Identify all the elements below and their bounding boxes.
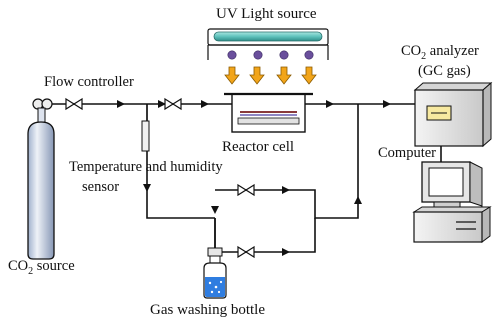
co2-analyzer bbox=[413, 81, 493, 148]
uv-light-source bbox=[207, 28, 329, 85]
flow-arrow bbox=[201, 100, 209, 108]
flow-arrow bbox=[158, 100, 166, 108]
co2-analyzer-label-subscript: 2 bbox=[421, 50, 427, 62]
uv-led-dot bbox=[304, 50, 314, 60]
co2-source-label: CO2 source bbox=[8, 258, 75, 277]
water-bubble bbox=[208, 281, 212, 285]
bottle-neck bbox=[209, 255, 221, 264]
monitor-base bbox=[433, 201, 461, 208]
uv-lamp-tube bbox=[213, 31, 323, 42]
cylinder-valve-knob bbox=[41, 98, 53, 110]
water-bubble bbox=[210, 290, 214, 294]
valve-source bbox=[65, 97, 83, 111]
co2-source-label-prefix: CO bbox=[8, 258, 29, 274]
valve-flow-controller bbox=[164, 97, 182, 111]
analyzer-side bbox=[482, 81, 492, 148]
bottle-cap bbox=[207, 247, 223, 257]
monitor-side bbox=[469, 161, 483, 207]
temperature-humidity-label-line2: sensor bbox=[82, 179, 120, 195]
co2-analyzer-label: CO2 analyzer bbox=[401, 43, 479, 62]
co2-analyzer-label-suffix: analyzer bbox=[426, 43, 479, 59]
co2-analyzer-label-prefix: CO bbox=[401, 43, 422, 59]
uv-ray-arrow bbox=[276, 66, 292, 85]
flow-arrow bbox=[143, 184, 151, 192]
valves bbox=[65, 97, 255, 259]
pc-tower-side bbox=[481, 206, 491, 243]
cylinder-body bbox=[27, 121, 55, 260]
computer bbox=[412, 161, 492, 243]
gas-washing-bottle-label: Gas washing bottle bbox=[150, 302, 265, 318]
reactor-cell bbox=[224, 92, 313, 133]
valve-upper-bypass bbox=[237, 183, 255, 197]
pc-tower-front bbox=[413, 211, 483, 243]
monitor-screen bbox=[428, 167, 464, 197]
reactor-cell-label: Reactor cell bbox=[222, 139, 295, 155]
co2-source-label-subscript: 2 bbox=[28, 265, 34, 277]
flow-arrows bbox=[117, 100, 391, 256]
gas-washing-bottle bbox=[203, 247, 227, 299]
pc-tower-top bbox=[412, 206, 492, 213]
computer-label: Computer bbox=[378, 145, 436, 161]
co2-source-label-suffix: source bbox=[33, 258, 75, 274]
humidity-sensor-probe bbox=[141, 120, 150, 152]
uv-ray-arrow bbox=[249, 66, 265, 85]
uv-light-source-label: UV Light source bbox=[216, 6, 317, 22]
reactor-base-plate bbox=[237, 117, 300, 125]
temperature-humidity-label-line1: Temperature and humidity bbox=[69, 159, 223, 175]
flow-controller-label: Flow controller bbox=[44, 74, 134, 90]
uv-led-dot bbox=[279, 50, 289, 60]
flow-arrow bbox=[117, 100, 125, 108]
analyzer-top bbox=[413, 82, 493, 91]
co2-cylinder bbox=[27, 98, 55, 260]
flow-arrow bbox=[383, 100, 391, 108]
flow-arrow bbox=[282, 248, 290, 256]
loop-lower bbox=[214, 218, 316, 253]
uv-ray-arrow bbox=[224, 66, 240, 85]
flow-arrow bbox=[326, 100, 334, 108]
water-bubble bbox=[214, 285, 218, 289]
flow-arrow bbox=[282, 186, 290, 194]
water-bubble bbox=[217, 290, 221, 294]
valve-lower-bypass bbox=[237, 245, 255, 259]
flow-arrow bbox=[354, 196, 362, 204]
uv-led-dot bbox=[227, 50, 237, 60]
gc-gas-label: (GC gas) bbox=[418, 63, 471, 79]
uv-ray-arrow bbox=[301, 66, 317, 85]
uv-led-dot bbox=[253, 50, 263, 60]
water-bubble bbox=[219, 280, 223, 284]
flow-arrow bbox=[211, 206, 219, 214]
cylinder-neck bbox=[37, 107, 46, 123]
